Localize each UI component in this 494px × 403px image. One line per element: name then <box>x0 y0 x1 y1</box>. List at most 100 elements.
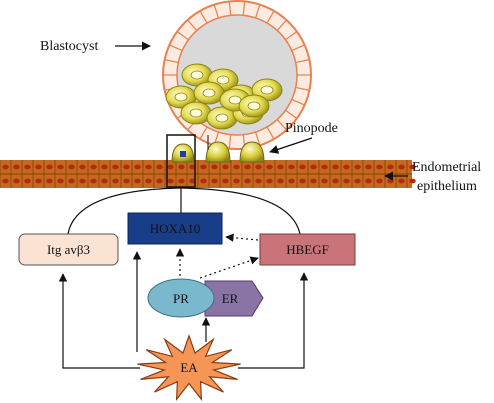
nucleus-icon <box>90 178 97 184</box>
ea-to-hbegf-arrow <box>238 272 309 369</box>
trophectoderm-cell-wall <box>266 10 275 24</box>
trophectoderm-cell-wall <box>187 19 198 31</box>
nucleus-icon <box>35 178 42 184</box>
node-ea: EA <box>137 333 241 402</box>
blastocyst-cell-nucleus <box>202 88 216 98</box>
itg-box <box>18 233 119 266</box>
pinopode-dome-icon <box>239 141 265 163</box>
er-label: ER <box>222 291 239 306</box>
blastocyst-cell-nucleus <box>190 70 204 80</box>
nucleus-icon <box>123 178 130 184</box>
nucleus-icon <box>178 178 185 184</box>
node-hoxa10: HOXA10 <box>127 212 223 245</box>
blastocyst-cell-nucleus <box>189 108 203 118</box>
nucleus-icon <box>24 164 31 170</box>
nucleus-icon <box>321 178 328 184</box>
nucleus-icon <box>145 164 152 170</box>
pr-to-hbegf-arrow <box>199 256 259 279</box>
trophectoderm-cell-wall <box>254 131 261 146</box>
trophectoderm-cell-wall <box>276 119 287 131</box>
ea-label: EA <box>180 360 198 375</box>
pr-label: PR <box>173 291 189 306</box>
nucleus-icon <box>310 164 317 170</box>
trophectoderm-cell-wall <box>199 126 208 140</box>
pinopode-dome-icon <box>205 141 231 163</box>
highlight-box <box>166 134 196 188</box>
nucleus-icon <box>310 178 317 184</box>
nucleus-icon <box>24 178 31 184</box>
blastocyst <box>162 0 312 150</box>
trophectoderm-cell-wall <box>291 98 305 106</box>
trophectoderm-cell-wall <box>295 59 310 64</box>
pinopode-marker <box>180 151 186 157</box>
nucleus-icon <box>2 178 9 184</box>
nucleus-icon <box>90 164 97 170</box>
blastocyst-cell-nucleus <box>260 85 274 95</box>
nucleus-icon <box>332 164 339 170</box>
inner-cell-mass <box>165 63 283 130</box>
hbegf-box <box>259 233 356 266</box>
nucleus-icon <box>288 178 295 184</box>
nucleus-icon <box>200 178 207 184</box>
nucleus-icon <box>167 164 174 170</box>
trophectoderm-cell-wall <box>285 109 298 119</box>
node-er: ER <box>204 280 264 317</box>
trophectoderm-cell-wall <box>169 44 183 52</box>
nucleus-icon <box>343 178 350 184</box>
pinopode-arrow <box>269 137 313 154</box>
nucleus-icon <box>211 178 218 184</box>
nucleus-icon <box>123 164 130 170</box>
itg-label: Itg avβ3 <box>47 242 90 257</box>
nucleus-icon <box>277 164 284 170</box>
nucleus-icon <box>376 164 383 170</box>
hbegf-arc <box>180 187 301 235</box>
nucleus-icon <box>211 164 218 170</box>
itg-arc <box>67 187 182 235</box>
nucleus-icon <box>35 164 42 170</box>
hoxa10-box <box>127 212 223 245</box>
nucleus-icon <box>134 178 141 184</box>
trophectoderm-cell-wall <box>291 44 305 52</box>
trophectoderm-cell-wall <box>295 86 310 91</box>
nucleus-icon <box>57 178 64 184</box>
nucleus-icon <box>244 178 251 184</box>
nucleus-icon <box>343 164 350 170</box>
nucleus-icon <box>332 178 339 184</box>
pr-ellipse <box>147 278 215 318</box>
trophectoderm-cell-wall <box>213 4 220 19</box>
trophectoderm-cell-wall <box>266 126 275 140</box>
nucleus-icon <box>299 178 306 184</box>
nucleus-icon <box>255 164 262 170</box>
nucleus-icon <box>178 164 185 170</box>
trophectoderm-cell-wall <box>199 10 208 24</box>
nucleus-icon <box>354 164 361 170</box>
nucleus-icon <box>145 178 152 184</box>
nucleus-icon <box>255 178 262 184</box>
nucleus-icon <box>156 164 163 170</box>
blastocyst-cell-nucleus <box>174 92 188 102</box>
trophectoderm-cell-wall <box>285 31 298 41</box>
trophectoderm-cell-wall <box>276 19 287 31</box>
starburst-icon <box>137 333 241 402</box>
trophectoderm-cell-wall <box>228 134 232 149</box>
nucleus-icon <box>299 164 306 170</box>
nucleus-icon <box>57 164 64 170</box>
nucleus-icon <box>387 164 394 170</box>
nucleus-icon <box>68 164 75 170</box>
nucleus-icon <box>365 178 372 184</box>
nucleus-icon <box>266 164 273 170</box>
nucleus-icon <box>398 164 405 170</box>
pinopodes <box>171 141 265 163</box>
nucleus-icon <box>409 178 416 184</box>
nucleus-icon <box>233 178 240 184</box>
nucleus-icon <box>167 178 174 184</box>
node-hbegf: HBEGF <box>259 233 356 266</box>
nucleus-icon <box>101 164 108 170</box>
nucleus-icon <box>189 178 196 184</box>
nucleus-icon <box>277 178 284 184</box>
hbegf-to-hoxa10-arrow <box>225 233 259 242</box>
trophectoderm-cell-wall <box>228 1 232 16</box>
trophectoderm-cell-wall <box>254 4 261 19</box>
